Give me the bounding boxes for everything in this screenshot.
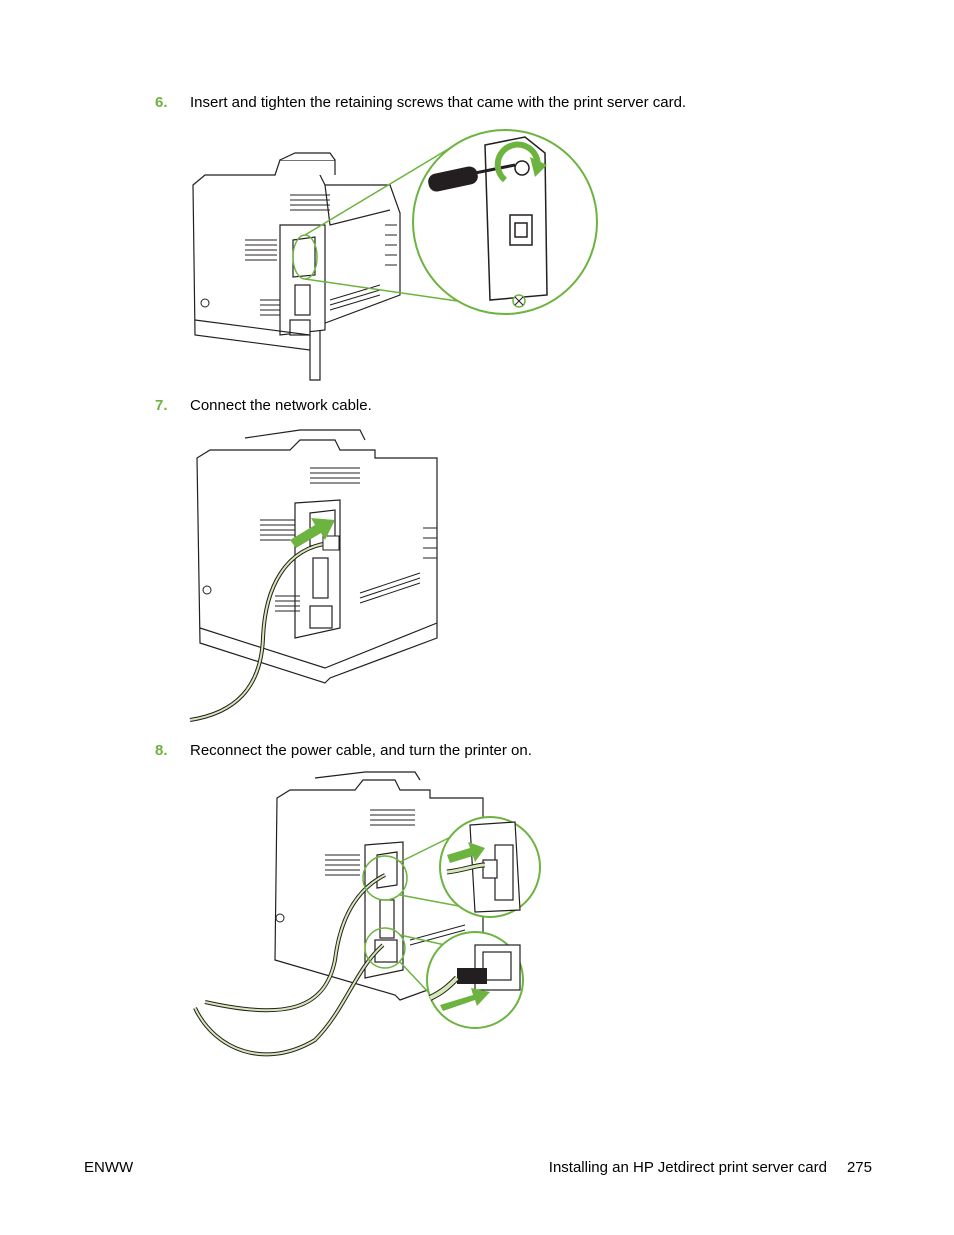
page-number: 275 [846,1159,872,1176]
step-number: 7. [155,397,168,414]
step-number: 8. [155,742,168,759]
footer-title: Installing an HP Jetdirect print server … [548,1159,827,1176]
figure-connect-network-cable [189,429,438,722]
step-text: Connect the network cable. [190,397,372,414]
footer-right: Installing an HP Jetdirect print server … [549,1159,872,1176]
step-text: Reconnect the power cable, and turn the … [190,742,532,759]
figure-reconnect-power [193,771,541,1057]
step-number: 6. [155,94,168,111]
step-text: Insert and tighten the retaining screws … [190,94,687,111]
figure-insert-screws [192,129,598,381]
footer-left-label: ENWW [84,1159,134,1176]
